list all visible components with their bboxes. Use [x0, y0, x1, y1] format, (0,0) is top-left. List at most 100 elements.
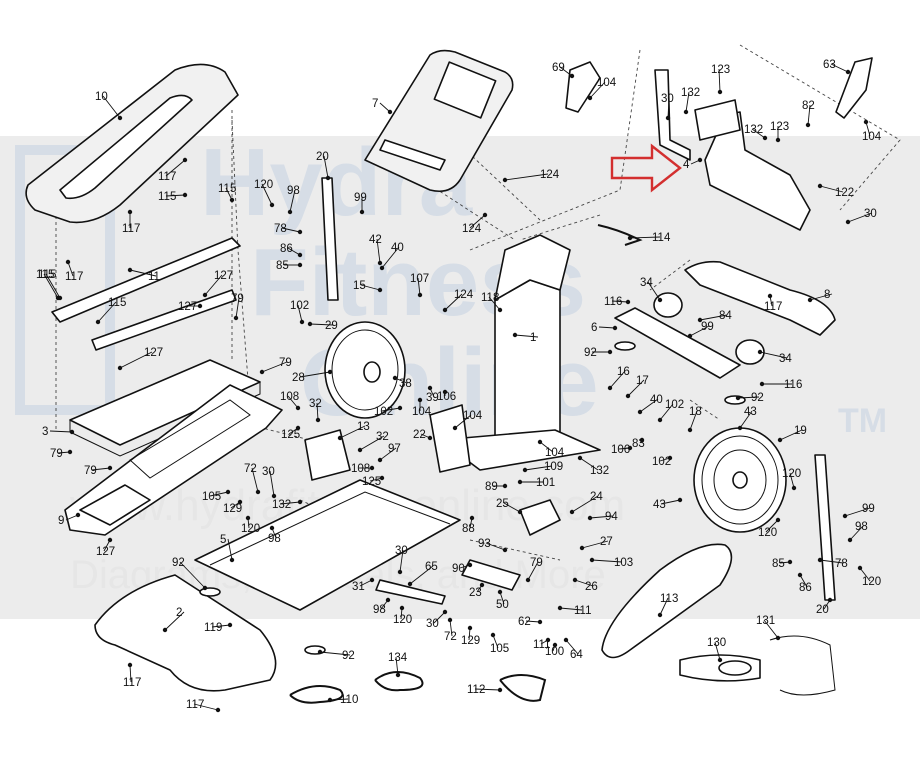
callout-c28: 28: [292, 372, 305, 384]
fastener-c92b: [317, 649, 323, 655]
fastener-c102c: [657, 417, 663, 423]
fastener-c39: [427, 385, 433, 391]
fastener-c5: [229, 557, 235, 563]
callout-c79e: 79: [530, 557, 543, 569]
leader-line-c64: [565, 639, 579, 655]
leader-line-c1: [514, 334, 539, 338]
fastener-c108a: [295, 405, 301, 411]
part-5-base-frame: [194, 479, 461, 611]
leader-line-c117e: [193, 703, 219, 711]
fastener-c108b: [369, 465, 375, 471]
callout-c79c: 79: [50, 448, 63, 460]
fastener-c99a: [359, 209, 365, 215]
part-130-chest-strap: [679, 635, 836, 696]
fastener-c109: [522, 467, 528, 473]
leader-line-c16: [609, 370, 626, 389]
fastener-c127d: [107, 537, 113, 543]
callout-c6: 6: [591, 322, 597, 334]
leader-line-c86a: [287, 247, 301, 256]
part-2-rear-cover: [94, 574, 277, 692]
callout-c120a: 120: [254, 179, 273, 191]
fastener-c30e: [845, 219, 851, 225]
callout-c26: 26: [585, 581, 598, 593]
leader-line-c117c: [67, 261, 74, 277]
callout-c120c: 120: [393, 614, 412, 626]
callout-c117d: 117: [123, 677, 141, 689]
leader-line-c115b: [45, 273, 61, 299]
leader-line-c124c: [444, 293, 463, 311]
leader-line-c130: [714, 641, 721, 661]
leader-line-c115e: [43, 273, 59, 299]
fastener-c7: [387, 109, 393, 115]
leader-line-c98d: [849, 525, 864, 541]
leader-line-c117d: [129, 664, 132, 683]
part-4-handlebar-assembly: [654, 69, 811, 231]
fastener-c18: [687, 427, 693, 433]
callout-c102a: 102: [290, 300, 309, 312]
callout-c104d: 104: [597, 77, 617, 89]
callout-c132b: 132: [590, 465, 609, 477]
callout-c107: 107: [410, 273, 429, 285]
fastener-c124a: [502, 177, 508, 183]
callout-c99c: 99: [862, 503, 875, 515]
fastener-c86b: [797, 572, 803, 578]
callout-c117b: 117: [122, 223, 140, 235]
callout-c32a: 32: [309, 398, 322, 410]
callout-c63: 63: [823, 59, 836, 71]
callout-c79a: 79: [231, 293, 244, 305]
fastener-c132b: [577, 455, 583, 461]
callout-c27: 27: [600, 536, 613, 548]
leader-line-c63: [830, 63, 849, 73]
fastener-c127b: [197, 303, 203, 309]
fastener-c6: [612, 325, 618, 331]
callout-c114: 114: [652, 232, 671, 244]
fastener-c127c: [117, 365, 123, 371]
callout-c120e: 120: [758, 527, 777, 539]
leader-line-c98a: [289, 189, 296, 213]
leader-line-c11: [129, 269, 157, 277]
fastener-c98d: [847, 537, 853, 543]
callout-c64: 64: [570, 649, 583, 661]
part-112-power-cord: [499, 674, 547, 702]
fastener-c106b: [627, 445, 633, 451]
part-65-axle: [375, 579, 446, 605]
callout-c112: 112: [467, 684, 485, 696]
callout-c43a: 43: [744, 406, 757, 418]
leader-line-c42: [376, 238, 381, 264]
fastener-c120e: [775, 517, 781, 523]
fastener-c78b: [817, 557, 823, 563]
leader-line-c32b: [359, 435, 385, 451]
fastener-c62: [537, 619, 543, 625]
leader-line-c3: [49, 430, 73, 433]
fastener-c117a: [182, 157, 188, 163]
callout-c98a: 98: [287, 185, 300, 197]
callout-c78b: 78: [835, 558, 848, 570]
callout-c7: 7: [372, 98, 378, 110]
leader-line-c40a: [381, 246, 400, 269]
callout-c23: 23: [469, 587, 482, 599]
leader-line-c92b: [319, 651, 351, 656]
fastener-c3: [69, 429, 75, 435]
callout-c30e: 30: [864, 208, 877, 220]
callout-c86b: 86: [799, 582, 812, 594]
fastener-c16: [607, 385, 613, 391]
leader-line-c92d: [737, 396, 760, 399]
callout-c111b: 111: [574, 605, 591, 617]
callout-c30c: 30: [426, 618, 439, 630]
callout-c30b: 30: [395, 545, 408, 557]
fastener-c132c: [683, 109, 689, 115]
fastener-c30c: [442, 609, 448, 615]
callout-c127c: 127: [144, 347, 163, 359]
callout-c106b: 106: [611, 444, 630, 456]
fastener-c104e: [863, 119, 869, 125]
leader-line-c107: [417, 277, 421, 296]
leader-line-c15: [360, 284, 381, 291]
fastener-c19: [777, 437, 783, 443]
callout-c110: 110: [340, 694, 358, 706]
fastener-c125b: [379, 475, 385, 481]
leader-line-c79d: [91, 467, 111, 471]
fastener-c78a: [297, 229, 303, 235]
fastener-c120b: [245, 515, 251, 521]
part-10-upright-cover: [25, 63, 239, 224]
fastener-c85a: [297, 262, 303, 268]
